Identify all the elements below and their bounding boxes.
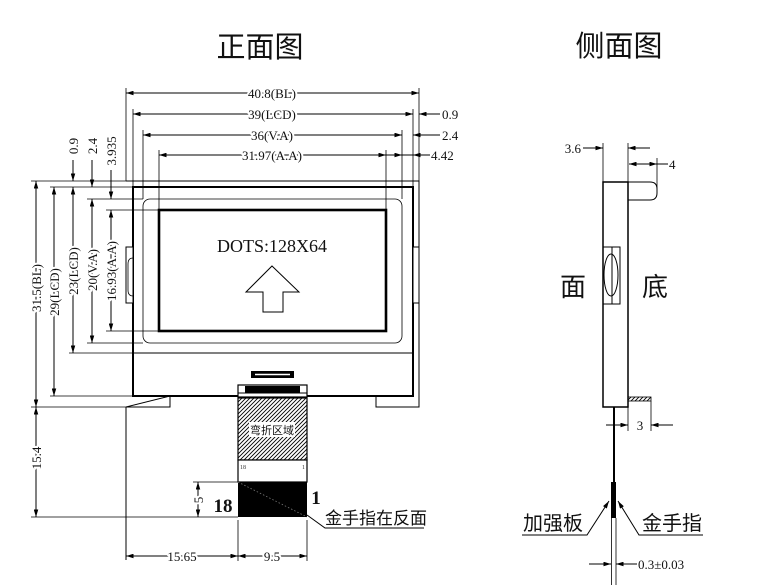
dimension-height-lcd-total: 29(LCD) <box>45 187 64 396</box>
dimension-stiffener: 3 <box>606 401 673 435</box>
side-view-title: 侧面图 <box>575 30 662 63</box>
dimension-label: 9.5 <box>264 549 280 564</box>
front-view-title: 正面图 <box>216 32 303 64</box>
fpc-top <box>237 384 308 398</box>
active-area-outline <box>157 208 388 333</box>
dimension-fpc-thickness: 0.3±0.03 <box>589 557 684 572</box>
dimension-label: 3 <box>637 418 644 433</box>
dimension-label: 39(LCD) <box>248 107 296 122</box>
gold-finger-note-text: 金手指在反面 <box>325 509 427 528</box>
backlight-outline <box>125 180 420 560</box>
dimension-label: 15.4 <box>29 446 44 469</box>
dimension-top-gap-va: 2.4 <box>85 137 100 154</box>
left-side-bump <box>127 257 134 297</box>
gold-finger-label: 金手指 <box>642 512 702 535</box>
dimension-label: 40.8(BL) <box>248 86 296 101</box>
dimension-fpc-width: 9.5 <box>238 547 307 566</box>
dimension-width-aa: 31.97(A.A) 4.42 <box>159 146 454 165</box>
top-extension-lines <box>125 88 420 210</box>
stiffener-label: 加强板 <box>523 512 583 535</box>
dimension-top-gap-lcd: 0.9 <box>66 138 81 154</box>
dimension-right-gap-aa: 4.42 <box>431 148 454 163</box>
dimension-label: 29(LCD) <box>47 268 62 316</box>
gold-finger-callout: 金手指 <box>617 500 703 536</box>
dimension-label: 15.65 <box>167 549 196 564</box>
viewing-area-outline <box>142 198 403 344</box>
dimension-label: 36(V.A) <box>251 128 293 143</box>
dimension-label: 4 <box>669 157 676 172</box>
dimension-label: 3.6 <box>565 141 582 156</box>
dimension-height-bl: 31.5(BL) <box>27 181 46 407</box>
up-arrow-icon <box>244 265 301 313</box>
dimension-label: 23(LCD) <box>66 247 81 295</box>
pin-label-right: 1 <box>311 488 321 509</box>
dimension-right-gap-va: 2.4 <box>442 128 459 143</box>
back-side-label: 底 <box>642 273 668 302</box>
gold-finger-area <box>237 481 308 518</box>
dimension-height-lcd: 23(LCD) 0.9 <box>64 136 83 353</box>
dimension-width-bl: 40.8(BL) <box>126 84 419 103</box>
lcd-glass-outline <box>125 186 420 397</box>
side-tab <box>628 181 658 201</box>
dimension-thickness: 3.6 <box>565 141 650 156</box>
dimension-height-aa: 16.93(A.A) 3.935 <box>102 134 121 331</box>
connector <box>251 371 294 378</box>
screen-resolution-label: DOTS:128X64 <box>217 236 327 256</box>
left-extension-lines <box>31 180 238 518</box>
gold-finger-note: 金手指在反面 <box>306 509 427 529</box>
fpc-small-pin-left: 18 <box>240 465 246 471</box>
stiffener-callout: 加强板 <box>522 500 610 536</box>
dimension-width-va: 36(V.A) 2.4 <box>143 126 459 145</box>
right-side-notch <box>412 246 420 304</box>
module-side-body <box>602 181 629 408</box>
side-connector <box>602 246 621 305</box>
dimension-right-gap-lcd: 0.9 <box>442 107 458 122</box>
dimension-width-lcd: 39(LCD) 0.9 <box>133 105 458 124</box>
front-side-label: 面 <box>560 273 586 302</box>
dimension-label: 16.93(A.A) <box>104 241 119 301</box>
fpc-pin-strip: 18 1 <box>237 459 308 483</box>
dimension-height-va: 20(V.A) 2.4 <box>83 135 102 343</box>
pin-label-left: 18 <box>214 496 233 517</box>
dimension-fpc-offset: 15.65 <box>126 547 238 566</box>
dimension-label: 20(V.A) <box>85 249 100 291</box>
dimension-top-gap-aa: 3.935 <box>104 136 119 165</box>
dimension-label: 31.97(A.A) <box>242 148 302 163</box>
dimension-fpc-length: 15.4 <box>27 407 46 517</box>
dimension-label: 5 <box>191 497 206 504</box>
dimension-label: 0.3±0.03 <box>638 557 684 572</box>
dimension-gold-finger-length: 5 <box>189 482 208 517</box>
side-view: 侧面图 3.6 4 面 底 <box>522 30 703 585</box>
fpc-bend-area: 弯折区域 <box>237 397 308 461</box>
fpc-bend-label: 弯折区域 <box>250 423 294 437</box>
side-stiffener <box>627 396 652 402</box>
front-view: 正面图 40.8(BL) 39(LCD) 0.9 36(V.A) <box>27 32 459 566</box>
dimension-label: 31.5(BL) <box>29 264 44 312</box>
left-side-notch <box>125 246 134 304</box>
dimension-tab: 4 <box>629 157 676 172</box>
fpc-small-pin-right: 1 <box>302 465 305 471</box>
side-fpc <box>611 407 617 585</box>
